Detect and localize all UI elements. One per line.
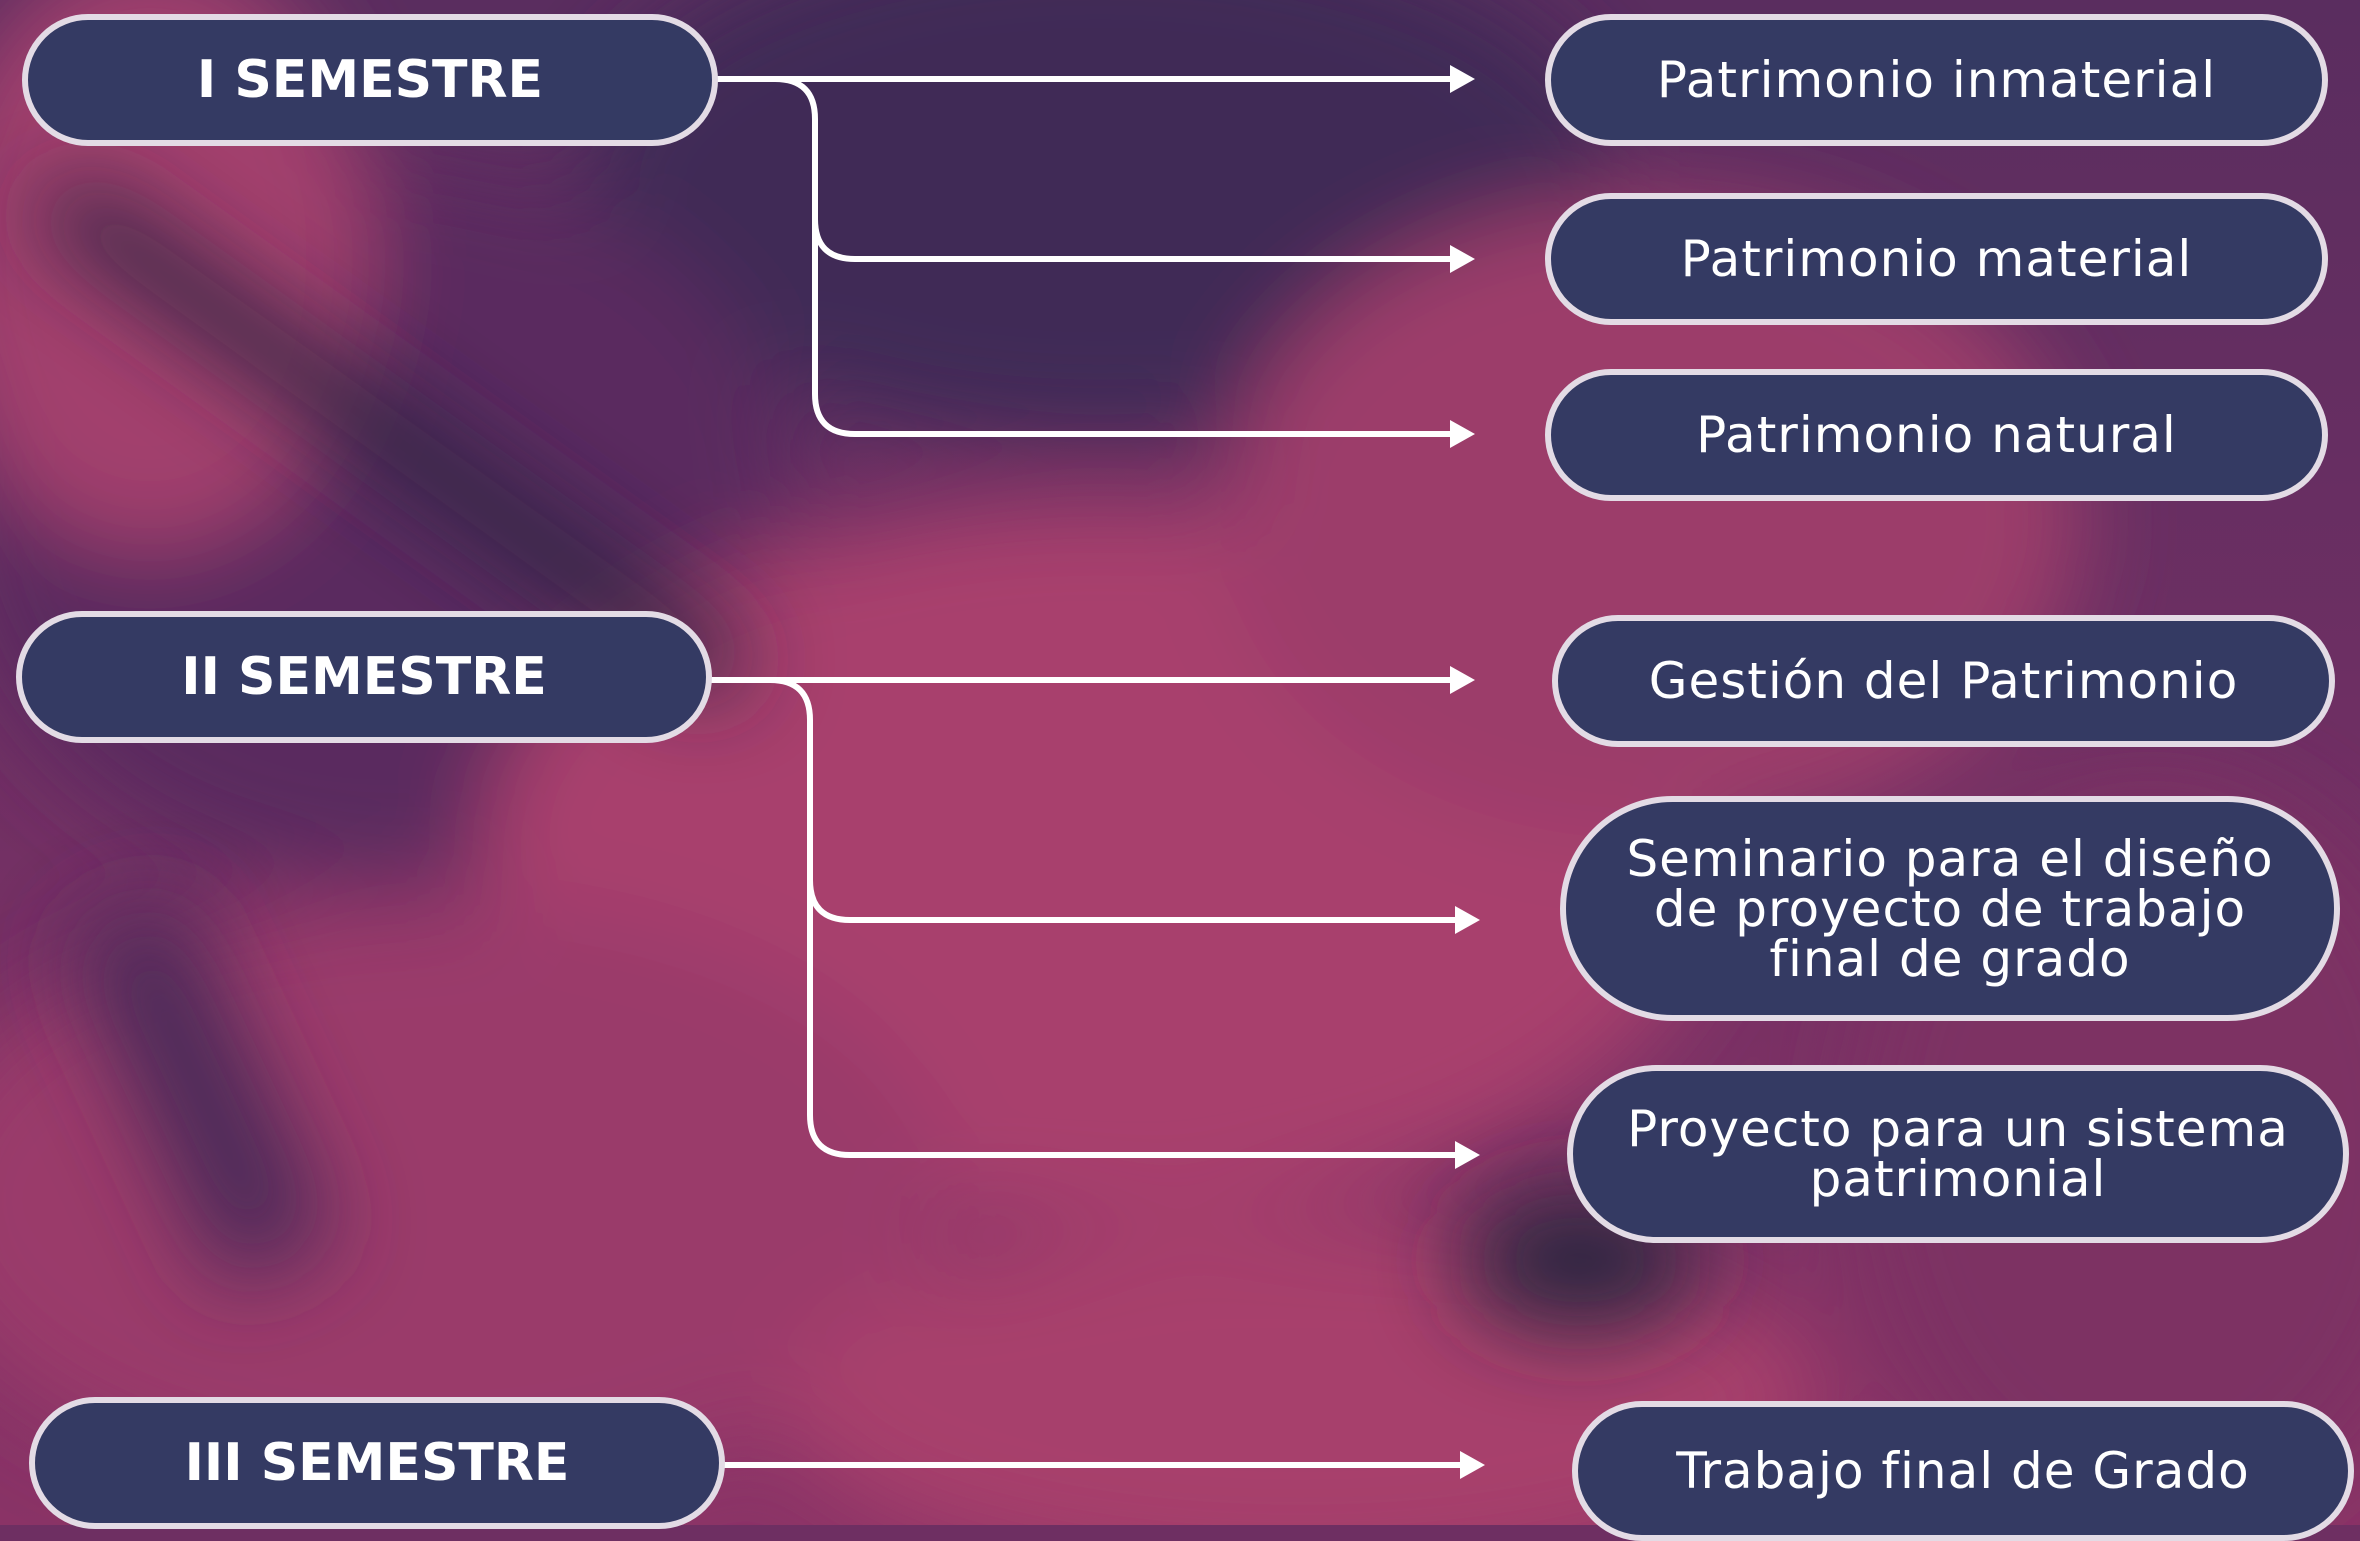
course-pill-2: Patrimonio material — [1545, 193, 2328, 325]
course-5-line-3: final de grado — [1769, 929, 2131, 988]
arrowhead-3-1 — [1460, 1451, 1485, 1479]
arrowhead-1-1 — [1450, 65, 1475, 93]
connector-2-3 — [807, 877, 1458, 1158]
arrowhead-2-1 — [1450, 666, 1475, 694]
course-4-line-1: Gestión del Patrimonio — [1648, 652, 2239, 710]
semester-3-label: III SEMESTRE — [184, 1433, 570, 1493]
semester-2-label: II SEMESTRE — [181, 647, 547, 707]
semester-2-pill: II SEMESTRE — [16, 611, 712, 743]
course-1-line-1: Patrimonio inmaterial — [1656, 51, 2217, 109]
course-pill-5: Seminario para el diseño de proyecto de … — [1560, 796, 2340, 1021]
course-3-line-1: Patrimonio natural — [1696, 406, 2177, 464]
semester-1-label: I SEMESTRE — [196, 50, 544, 110]
course-5-line-1: Seminario para el diseño — [1626, 829, 2274, 888]
course-7-line-1: Trabajo final de Grado — [1676, 1442, 2250, 1500]
course-pill-4: Gestión del Patrimonio — [1552, 615, 2335, 747]
course-pill-7: Trabajo final de Grado — [1572, 1401, 2354, 1541]
arrowhead-1-2 — [1450, 245, 1475, 273]
arrowhead-2-2 — [1455, 906, 1480, 934]
connector-2-2 — [707, 677, 1458, 923]
semester-1-pill: I SEMESTRE — [22, 14, 718, 146]
connector-1-3 — [812, 216, 1453, 437]
arrowhead-2-3 — [1455, 1141, 1480, 1169]
course-pill-3: Patrimonio natural — [1545, 369, 2328, 501]
course-pill-6: Proyecto para un sistema patrimonial — [1567, 1065, 2349, 1243]
connector-1-2 — [712, 76, 1453, 262]
semester-3-pill: III SEMESTRE — [29, 1397, 725, 1529]
course-pill-1: Patrimonio inmaterial — [1545, 14, 2328, 146]
course-6-line-2: patrimonial — [1809, 1150, 2107, 1208]
course-5-line-2: de proyecto de trabajo — [1653, 879, 2247, 938]
course-6-line-1: Proyecto para un sistema — [1627, 1100, 2289, 1158]
course-2-line-1: Patrimonio material — [1680, 230, 2193, 288]
arrowhead-1-3 — [1450, 420, 1475, 448]
